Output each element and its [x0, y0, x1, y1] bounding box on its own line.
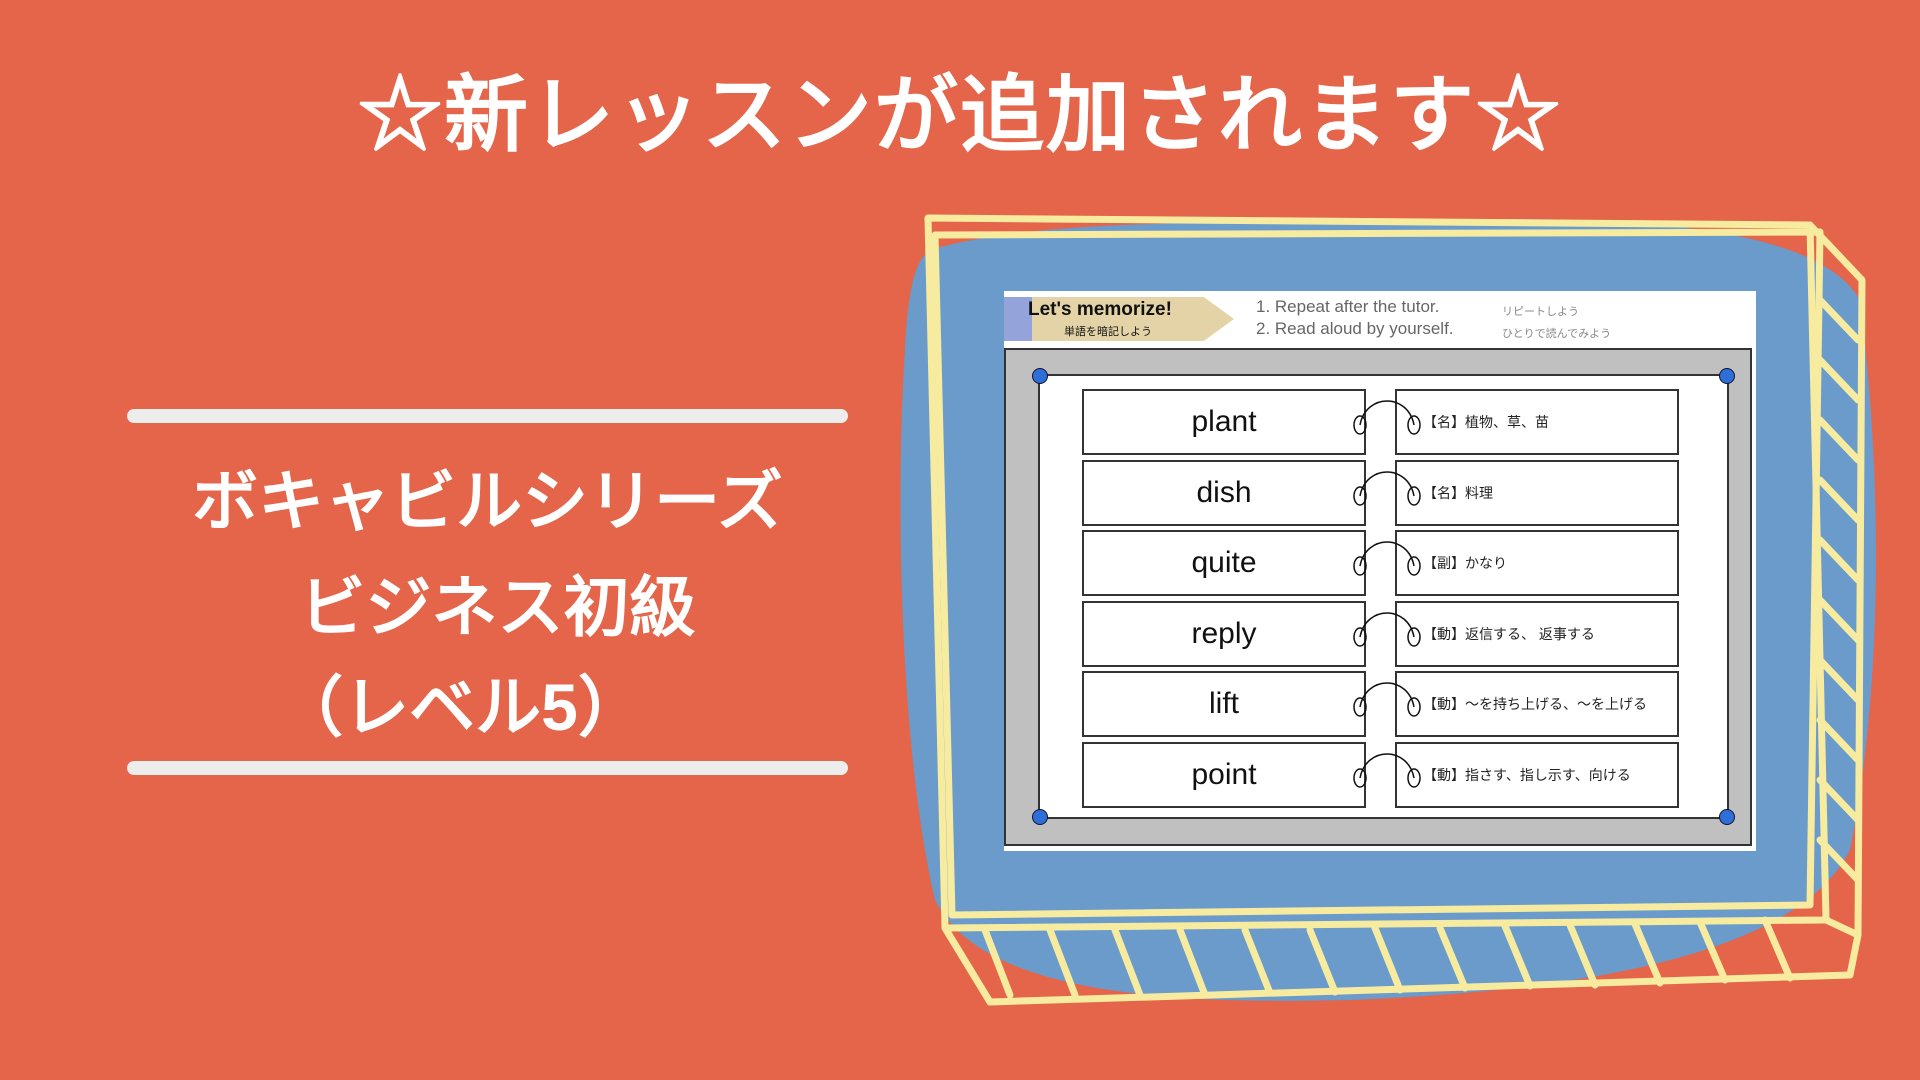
- headline: ☆新レッスンが追加されます☆: [357, 68, 1562, 162]
- definition-card: 【名】料理: [1395, 459, 1679, 526]
- divider-top: [127, 409, 848, 423]
- level-category: ビジネス初級: [299, 570, 696, 644]
- right-hatching: [1816, 296, 1862, 884]
- bottom-hatching: [981, 916, 1794, 999]
- tag-title: Let's memorize!: [1028, 299, 1172, 320]
- binder-ring-icon: [1353, 611, 1421, 647]
- pushpin-icon: [1032, 809, 1048, 825]
- instruction-1: 1. Repeat after the tutor.: [1256, 297, 1440, 316]
- definition-card: 【動】～を持ち上げる、～を上げる: [1395, 671, 1679, 737]
- instruction-2-jp: ひとりで読んでみよう: [1502, 328, 1612, 340]
- word-card: lift: [1082, 671, 1366, 737]
- tag-subtitle: 単語を暗記しよう: [1064, 326, 1152, 338]
- definition-card: 【名】植物、草、苗: [1395, 389, 1679, 455]
- lets-memorize-tag: Let's memorize! 単語を暗記しよう: [1004, 297, 1234, 341]
- level-number: （レベル5）: [277, 670, 644, 744]
- pushpin-icon: [1032, 368, 1048, 384]
- word-card: quite: [1082, 530, 1366, 596]
- binder-ring-icon: [1353, 541, 1421, 576]
- tag-arrow: [1032, 297, 1234, 341]
- tag-stripe: [1004, 297, 1032, 341]
- word-card: reply: [1082, 600, 1366, 667]
- pushpin-icon: [1719, 368, 1735, 384]
- binder-ring-icon: [1353, 752, 1421, 788]
- instruction-2: 2. Read aloud by yourself.: [1256, 319, 1454, 338]
- lesson-slide-preview: Let's memorize! 単語を暗記しよう 1. Repeat after…: [1004, 291, 1756, 851]
- binder-ring-icon: [1353, 400, 1421, 435]
- word-card: plant: [1082, 389, 1366, 455]
- definition-card: 【副】かなり: [1395, 530, 1679, 596]
- instruction-1-jp: リピートしよう: [1502, 306, 1579, 318]
- flashcard-board: plant 【名】植物、草、苗 dish 【名】料理 quite 【副】かなり reply 【…: [1032, 368, 1735, 825]
- binder-ring-icon: [1353, 470, 1421, 506]
- word-card: point: [1082, 741, 1366, 808]
- divider-bottom: [127, 761, 848, 775]
- pushpin-icon: [1719, 809, 1735, 825]
- definition-card: 【動】返信する、 返事する: [1395, 600, 1679, 667]
- definition-card: 【動】指さす、指し示す、向ける: [1395, 741, 1679, 808]
- flashcard-panel: plant 【名】植物、草、苗 dish 【名】料理 quite 【副】かなり reply 【…: [1004, 348, 1752, 846]
- series-name: ボキャビルシリーズ: [192, 464, 783, 538]
- word-card: dish: [1082, 459, 1366, 526]
- binder-ring-icon: [1353, 682, 1421, 717]
